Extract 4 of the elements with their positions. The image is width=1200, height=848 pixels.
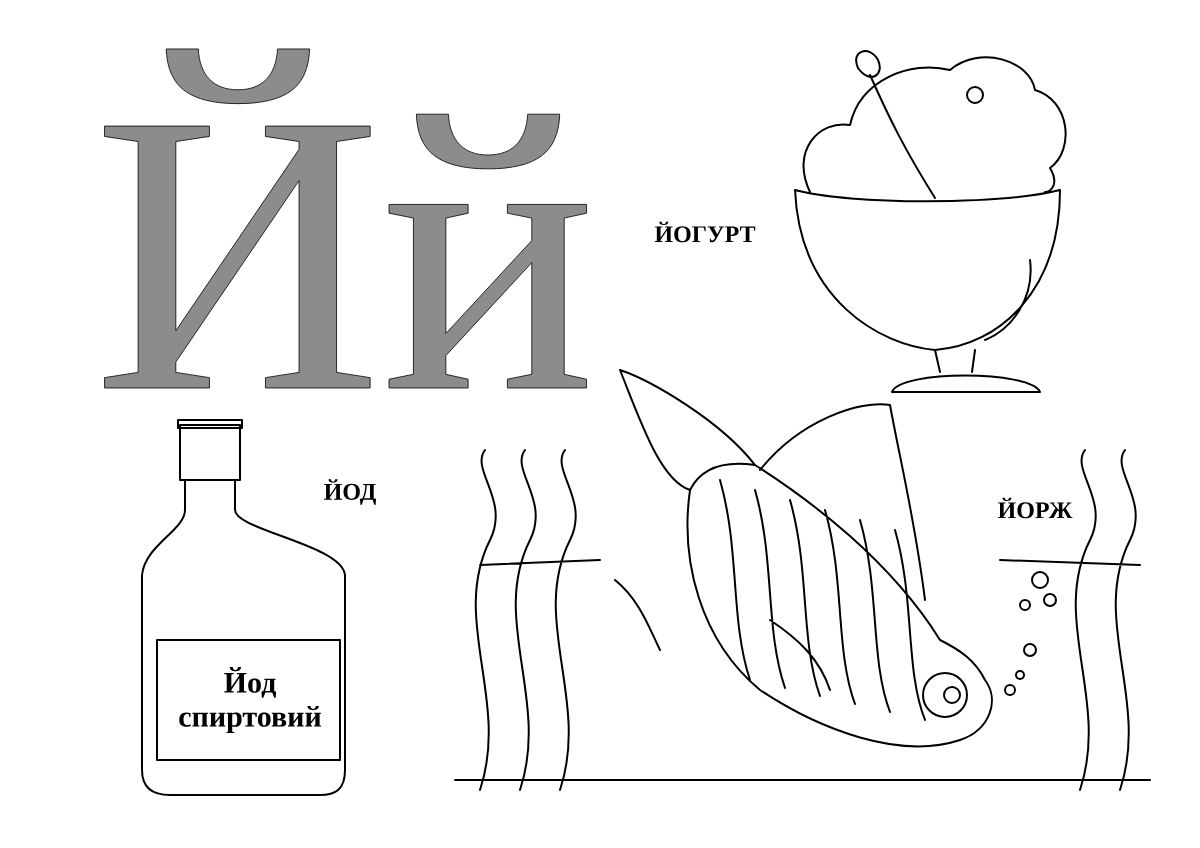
word-label: ЙОГУРТ xyxy=(654,221,756,243)
bottle-label-text: Йод спиртовий xyxy=(179,667,321,733)
word-label: ЙОРЖ xyxy=(997,497,1073,519)
word-label: ЙОД xyxy=(324,479,377,505)
